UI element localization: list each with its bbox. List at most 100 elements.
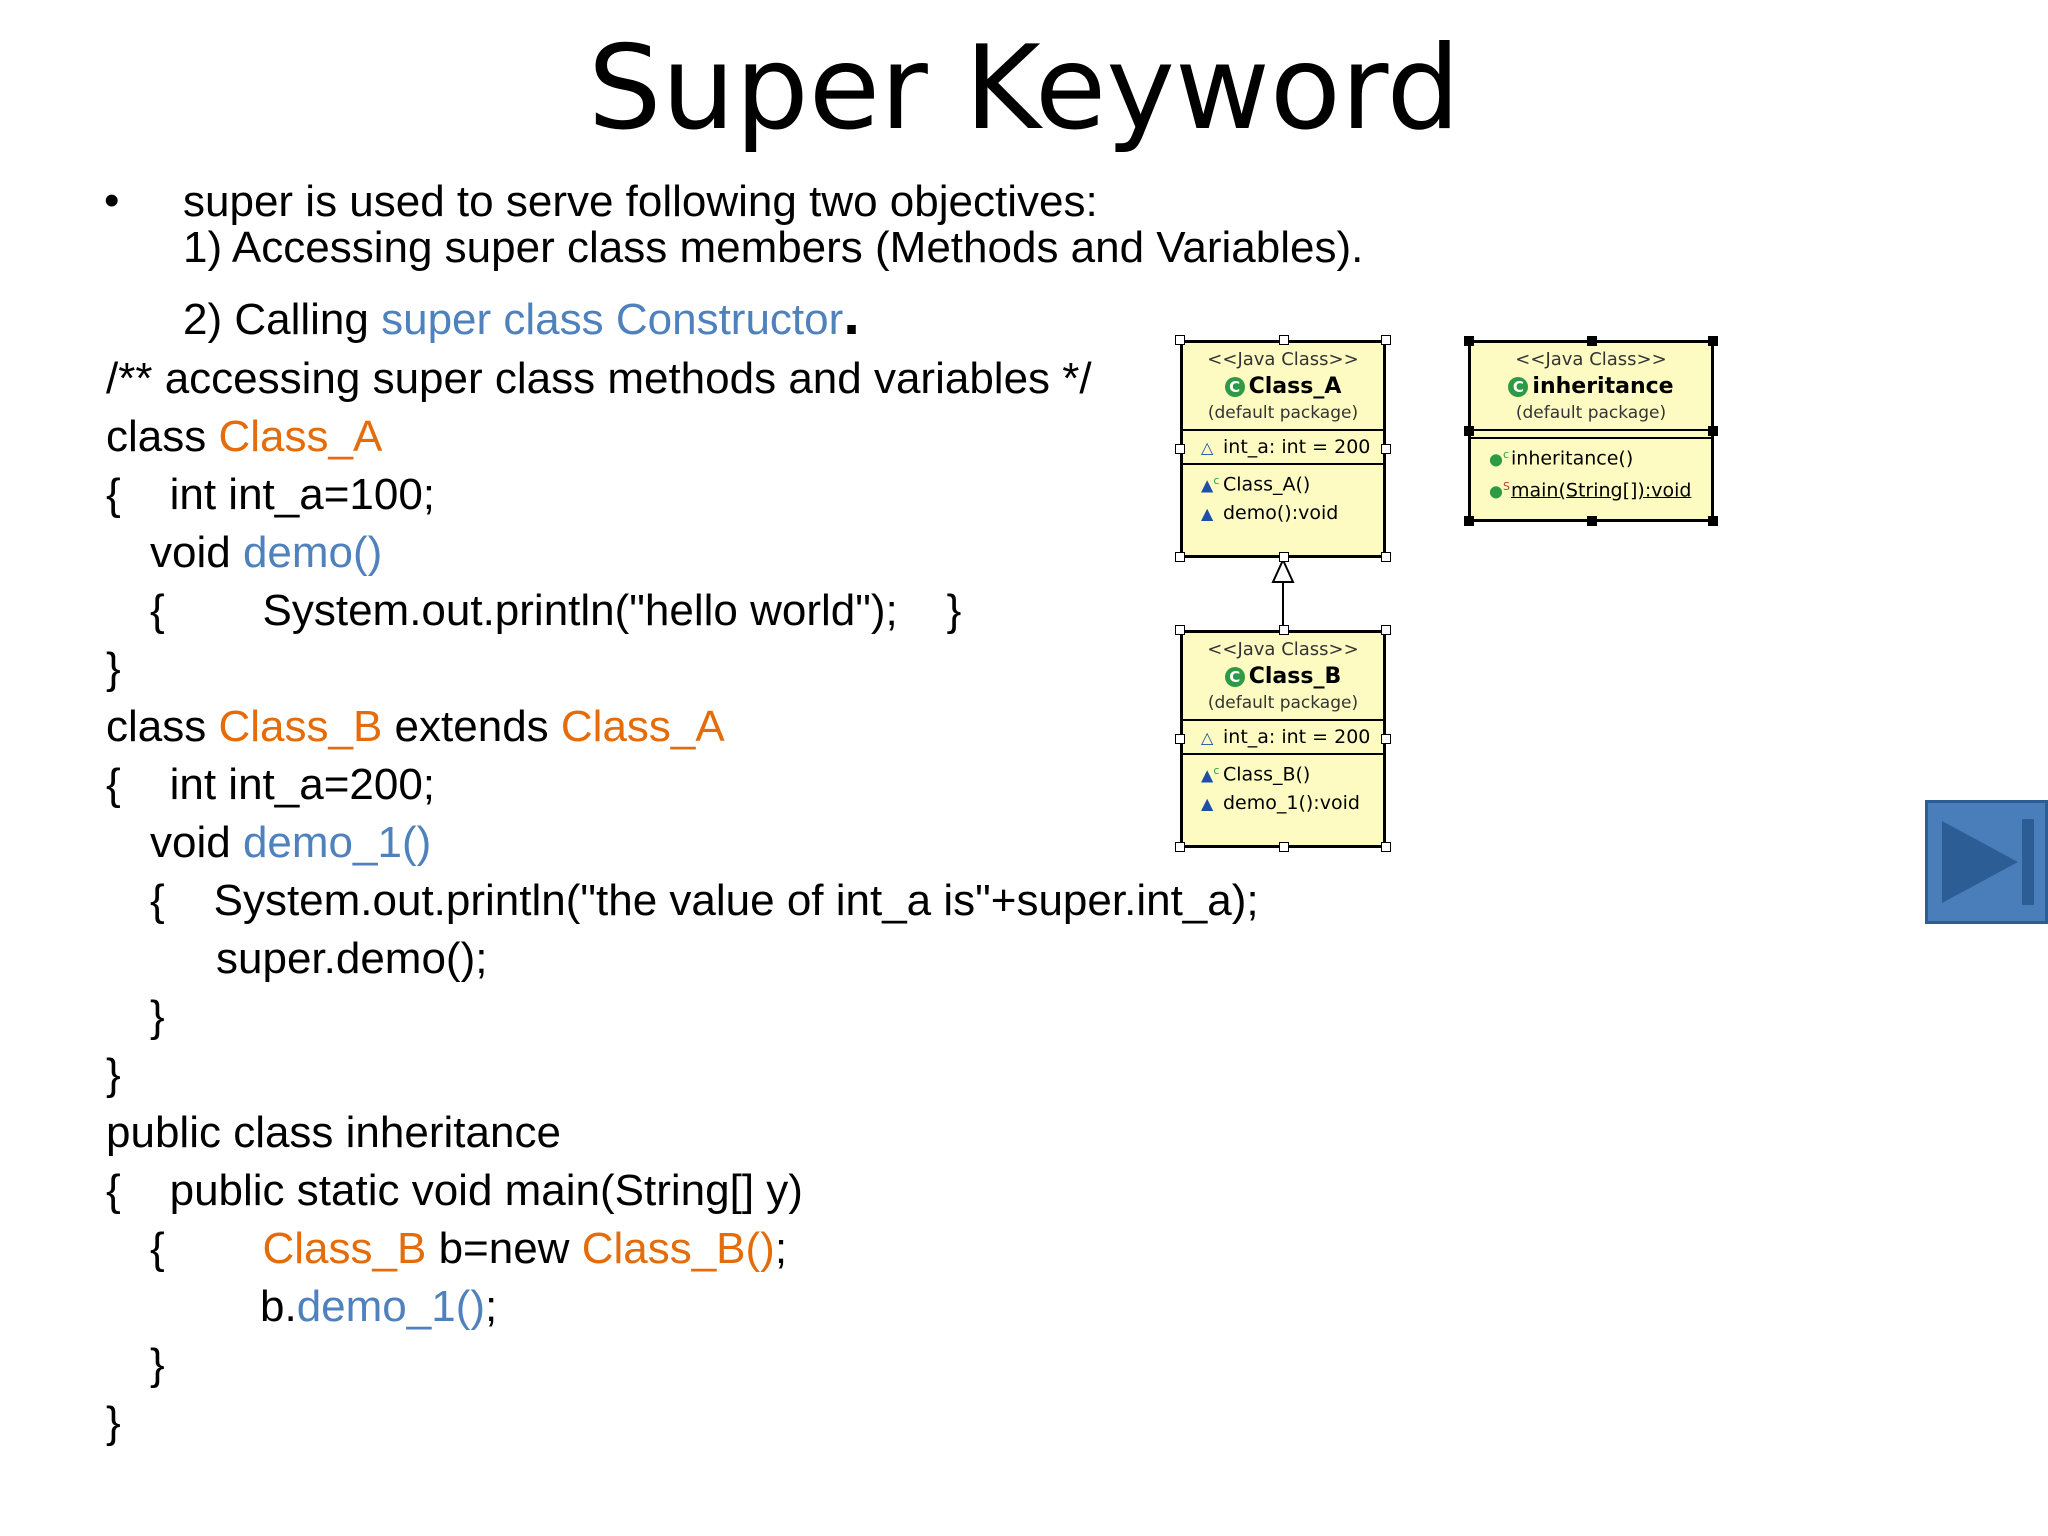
static-marker: S: [1502, 480, 1510, 493]
super-constructor-link[interactable]: super class Constructor: [381, 295, 844, 344]
uml-divider: [1471, 429, 1711, 431]
code-keyword: class: [106, 412, 219, 461]
selection-handle[interactable]: [1708, 336, 1718, 346]
constructor-marker: c: [1502, 448, 1510, 461]
selection-handle[interactable]: [1175, 444, 1185, 454]
code-line-class-a: class Class_A: [106, 409, 382, 465]
play-next-icon: [1942, 819, 2034, 905]
uml-method-text: inheritance(): [1511, 447, 1634, 470]
selection-handle[interactable]: [1708, 516, 1718, 526]
uml-method: ▲ demo_1():void: [1183, 787, 1383, 819]
uml-class-name-text: inheritance: [1532, 374, 1674, 399]
selection-handle[interactable]: [1381, 625, 1391, 635]
code-line-demo-1: void demo_1(): [150, 815, 431, 871]
selection-handle[interactable]: [1381, 335, 1391, 345]
selection-handle[interactable]: [1381, 734, 1391, 744]
selection-handle[interactable]: [1708, 426, 1718, 436]
uml-field: △ int_a: int = 200: [1183, 721, 1383, 753]
code-line-19: }: [106, 1398, 121, 1447]
uml-stereotype: <<Java Class>>: [1515, 349, 1667, 370]
code-keyword: extends: [382, 702, 561, 751]
selection-handle[interactable]: [1279, 552, 1289, 562]
constructor-marker: c: [1213, 764, 1220, 777]
uml-method-text: demo_1():void: [1223, 792, 1360, 814]
code-class-name: Class_B(): [581, 1224, 775, 1273]
code-class-name: Class_B: [262, 1224, 427, 1273]
selection-handle[interactable]: [1175, 335, 1185, 345]
uml-class-name-text: Class_B: [1248, 664, 1342, 689]
code-brace: {: [150, 1224, 263, 1273]
uml-method-text: Class_B(): [1223, 763, 1311, 786]
uml-method-text: demo():void: [1223, 502, 1339, 524]
code-keyword: b=new: [426, 1224, 582, 1273]
uml-field: △int_a: int = 200: [1183, 431, 1383, 463]
class-icon: C: [1508, 377, 1529, 397]
selection-handle[interactable]: [1381, 444, 1391, 454]
code-line-13: }: [106, 1050, 121, 1099]
uml-divider: [1183, 719, 1383, 721]
uml-field-text: int_a: int = 200: [1223, 726, 1371, 748]
constructor-icon: ▲c: [1201, 474, 1220, 495]
selection-handle[interactable]: [1279, 335, 1289, 345]
code-method-name: demo(): [242, 528, 383, 577]
selection-handle[interactable]: [1464, 516, 1474, 526]
code-line-demo: void demo(): [150, 525, 382, 581]
code-line-8: { int int_a=200;: [106, 760, 436, 809]
constructor-marker: c: [1213, 474, 1220, 487]
selection-handle[interactable]: [1587, 336, 1597, 346]
code-line-5: { System.out.println("hello world"); }: [150, 586, 962, 635]
code-method-name: demo_1(): [242, 818, 432, 867]
selection-handle[interactable]: [1175, 625, 1185, 635]
selection-handle[interactable]: [1587, 516, 1597, 526]
selection-handle[interactable]: [1464, 426, 1474, 436]
selection-handle[interactable]: [1279, 842, 1289, 852]
selection-handle[interactable]: [1175, 842, 1185, 852]
code-class-name: Class_A: [218, 412, 383, 461]
uml-method: ▲ demo():void: [1183, 497, 1383, 529]
method-triangle-icon: ▲: [1201, 504, 1214, 523]
code-line-15: { public static void main(String[] y): [106, 1166, 803, 1215]
uml-method: ●Smain(String[]):void: [1471, 471, 1711, 503]
uml-package: (default package): [1515, 403, 1667, 423]
code-semicolon: ;: [774, 1224, 788, 1273]
code-keyword: void: [150, 818, 243, 867]
next-slide-button[interactable]: [1925, 800, 2048, 924]
uml-method-text: Class_A(): [1223, 473, 1311, 496]
selection-handle[interactable]: [1381, 552, 1391, 562]
uml-field-text: int_a: int = 200: [1223, 436, 1371, 458]
selection-handle[interactable]: [1175, 734, 1185, 744]
intro-line-1: super is used to serve following two obj…: [183, 177, 1098, 226]
code-line-12: }: [150, 992, 165, 1041]
code-semicolon: ;: [485, 1282, 498, 1331]
method-triangle-icon: ▲: [1201, 794, 1214, 813]
code-line-3: { int int_a=100;: [106, 470, 436, 519]
constructor-icon: ●c: [1489, 448, 1510, 469]
code-line-17: b.demo_1();: [260, 1279, 497, 1335]
slide-title: Super Keyword: [587, 21, 1461, 156]
code-line-class-b: class Class_B extends Class_A: [106, 699, 725, 755]
constructor-icon: ▲c: [1201, 764, 1220, 785]
code-line-10: { System.out.println("the value of int_a…: [150, 876, 1259, 925]
uml-divider: [1183, 429, 1383, 431]
uml-divider: [1183, 753, 1383, 755]
code-line-6: }: [106, 644, 121, 693]
code-variable: b.: [260, 1282, 297, 1331]
code-line-18: }: [150, 1340, 165, 1389]
intro-line-3-dot: .: [843, 280, 860, 347]
uml-divider: [1471, 437, 1711, 439]
selection-handle[interactable]: [1175, 552, 1185, 562]
selection-handle[interactable]: [1279, 625, 1289, 635]
field-triangle-icon: △: [1201, 728, 1214, 747]
static-method-icon: ●S: [1489, 480, 1510, 501]
intro-line-3: 2) Calling super class Constructor.: [183, 284, 860, 348]
selection-handle[interactable]: [1381, 842, 1391, 852]
selection-handle[interactable]: [1464, 336, 1474, 346]
